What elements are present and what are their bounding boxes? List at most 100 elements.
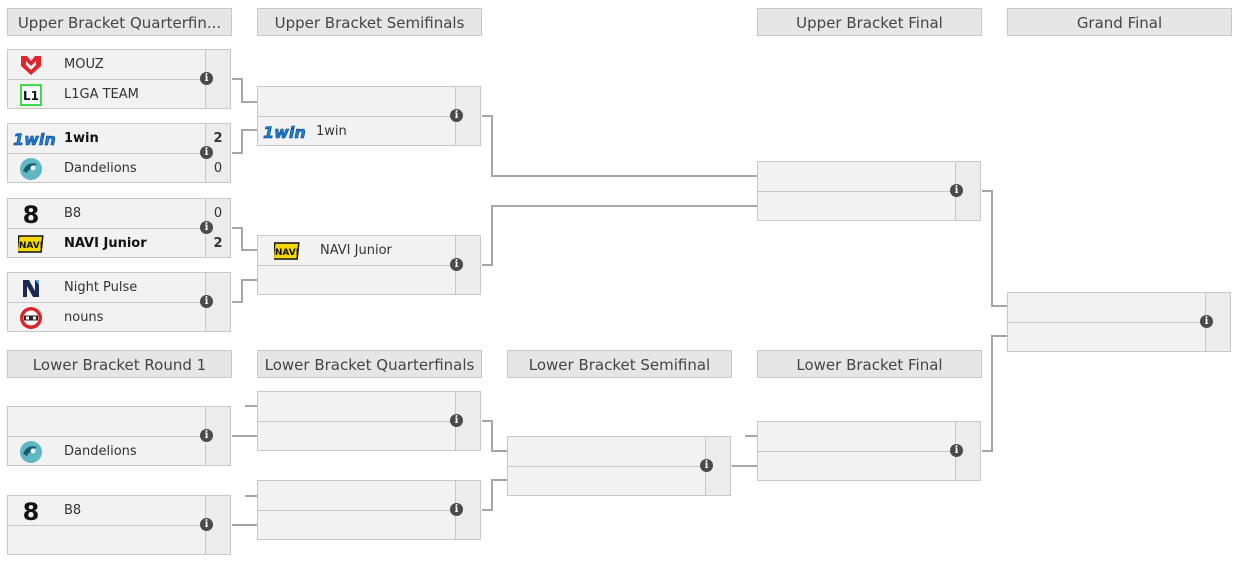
dandelions-logo xyxy=(16,440,46,463)
team-name: MOUZ xyxy=(64,57,104,72)
info-icon[interactable]: i xyxy=(200,146,213,159)
info-icon[interactable]: i xyxy=(1200,315,1213,328)
svg-text:8: 8 xyxy=(23,202,40,226)
team-slot[interactable]: 8 B8 xyxy=(8,199,206,228)
b8-logo: 8 xyxy=(16,499,46,523)
match-ubsf-1[interactable]: 1win 1win i xyxy=(257,86,481,146)
team-name: L1GA TEAM xyxy=(64,87,139,102)
divider xyxy=(758,191,980,192)
svg-text:L1: L1 xyxy=(23,89,39,103)
divider xyxy=(758,451,980,452)
team-name: B8 xyxy=(64,503,82,518)
nouns-logo xyxy=(16,306,46,329)
team-slot[interactable] xyxy=(8,526,206,555)
divider xyxy=(8,79,230,80)
team-slot[interactable] xyxy=(258,87,456,116)
team-slot[interactable] xyxy=(758,162,956,191)
team-slot[interactable] xyxy=(1008,323,1206,352)
team-score: 2 xyxy=(213,131,223,146)
match-ubqf-3[interactable]: 8 B8 NAVI NAVI Junior 0 2 i xyxy=(7,198,231,258)
match-upper-bracket-final[interactable]: i xyxy=(757,161,981,221)
team-slot[interactable] xyxy=(258,481,456,510)
match-ubqf-4[interactable]: Night Pulse nouns i xyxy=(7,272,231,332)
dandelions-logo xyxy=(16,157,46,180)
info-icon[interactable]: i xyxy=(200,518,213,531)
team-slot[interactable]: 8 B8 xyxy=(8,496,206,525)
match-ubqf-1[interactable]: MOUZ L1 L1GA TEAM i xyxy=(7,49,231,109)
info-icon[interactable]: i xyxy=(700,459,713,472)
team-slot[interactable]: NAVI NAVI Junior xyxy=(258,236,456,265)
team-slot[interactable]: MOUZ xyxy=(8,50,206,79)
team-slot[interactable]: nouns xyxy=(8,303,206,332)
team-slot[interactable]: NAVI NAVI Junior xyxy=(8,229,206,258)
info-icon[interactable]: i xyxy=(200,295,213,308)
svg-text:8: 8 xyxy=(23,499,40,523)
team-slot[interactable] xyxy=(508,437,706,466)
match-lower-bracket-semifinal[interactable]: i xyxy=(507,436,731,496)
divider xyxy=(8,436,230,437)
info-icon[interactable]: i xyxy=(950,444,963,457)
divider xyxy=(258,421,480,422)
team-name: 1win xyxy=(316,124,347,139)
1win-logo: 1win xyxy=(262,121,308,143)
header-upper-bracket-final: Upper Bracket Final xyxy=(757,8,982,36)
team-slot[interactable] xyxy=(258,392,456,421)
svg-text:NAVI: NAVI xyxy=(19,241,43,251)
header-lower-bracket-quarterfinals: Lower Bracket Quarterfinals xyxy=(257,350,482,378)
team-name: Dandelions xyxy=(64,161,137,176)
team-slot[interactable]: Night Pulse xyxy=(8,273,206,302)
team-score: 0 xyxy=(213,161,223,176)
info-icon[interactable]: i xyxy=(950,184,963,197)
info-icon[interactable]: i xyxy=(450,503,463,516)
divider xyxy=(1008,322,1230,323)
team-slot[interactable] xyxy=(758,452,956,481)
divider xyxy=(258,116,480,117)
team-slot[interactable] xyxy=(508,467,706,496)
team-name: 1win xyxy=(64,131,99,146)
header-lower-bracket-round-1: Lower Bracket Round 1 xyxy=(7,350,232,378)
team-slot[interactable]: 1win 1win xyxy=(8,124,206,153)
info-icon[interactable]: i xyxy=(450,109,463,122)
match-lbr1-1[interactable]: Dandelions i xyxy=(7,406,231,466)
match-lower-bracket-final[interactable]: i xyxy=(757,421,981,481)
team-slot[interactable]: Dandelions xyxy=(8,437,206,466)
b8-logo: 8 xyxy=(16,202,46,226)
team-slot[interactable] xyxy=(258,422,456,451)
team-slot[interactable] xyxy=(8,407,206,436)
team-slot[interactable]: 1win 1win xyxy=(258,117,456,146)
header-lower-bracket-final: Lower Bracket Final xyxy=(757,350,982,378)
match-ubsf-2[interactable]: NAVI NAVI Junior i xyxy=(257,235,481,295)
team-name: NAVI Junior xyxy=(64,236,147,251)
info-icon[interactable]: i xyxy=(450,414,463,427)
team-slot[interactable] xyxy=(758,422,956,451)
team-name: Dandelions xyxy=(64,444,137,459)
team-name: nouns xyxy=(64,310,104,325)
match-ubqf-2[interactable]: 1win 1win Dandelions 2 0 i xyxy=(7,123,231,183)
l1ga-team-logo: L1 xyxy=(16,83,46,106)
svg-text:1win: 1win xyxy=(13,130,56,149)
navi-junior-logo: NAVI xyxy=(16,233,46,255)
night-pulse-logo xyxy=(16,277,46,299)
1win-logo: 1win xyxy=(12,128,58,150)
match-grand-final[interactable]: i xyxy=(1007,292,1231,352)
team-score xyxy=(206,303,230,332)
team-slot[interactable] xyxy=(758,192,956,221)
mouz-logo xyxy=(16,54,46,76)
match-lbqf-2[interactable]: i xyxy=(257,480,481,540)
divider xyxy=(8,302,230,303)
match-lbr1-2[interactable]: 8 B8 i xyxy=(7,495,231,555)
info-icon[interactable]: i xyxy=(450,258,463,271)
team-slot[interactable]: L1 L1GA TEAM xyxy=(8,80,206,109)
info-icon[interactable]: i xyxy=(200,72,213,85)
info-icon[interactable]: i xyxy=(200,221,213,234)
divider xyxy=(8,228,230,229)
divider xyxy=(258,510,480,511)
header-lower-bracket-semifinal: Lower Bracket Semifinal xyxy=(507,350,732,378)
info-icon[interactable]: i xyxy=(200,429,213,442)
team-slot[interactable] xyxy=(1008,293,1206,322)
divider xyxy=(8,153,230,154)
team-slot[interactable] xyxy=(258,266,456,295)
match-lbqf-1[interactable]: i xyxy=(257,391,481,451)
team-slot[interactable] xyxy=(258,511,456,540)
team-slot[interactable]: Dandelions xyxy=(8,154,206,183)
